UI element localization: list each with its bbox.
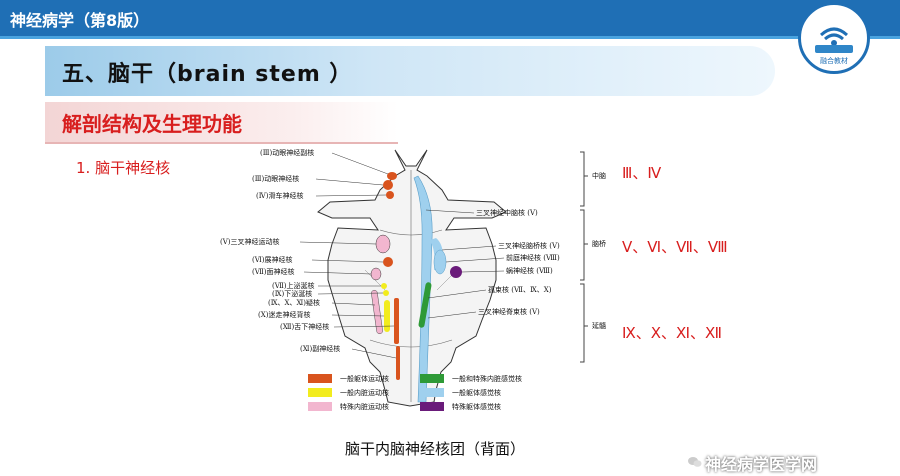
textbook-logo: 融合教材 xyxy=(798,2,870,74)
diagram-legend: 一般躯体运动核 一般和特殊内脏感觉核 一般内脏运动核 一般躯体感觉核 特殊内脏运… xyxy=(308,374,522,411)
legend-label-2: 一般内脏运动核 xyxy=(340,388,389,397)
nucleus-ambiguus xyxy=(371,289,383,335)
legend-swatch-5 xyxy=(420,402,444,411)
legend-label-3: 一般躯体感觉核 xyxy=(452,388,501,397)
region-medulla: 延髓 xyxy=(592,321,606,330)
legend-label-0: 一般躯体运动核 xyxy=(340,374,389,383)
nucleus-salivatory-superior xyxy=(381,283,387,289)
label-trochlear: (Ⅳ)滑车神经核 xyxy=(256,191,303,200)
nucleus-salivatory-inferior xyxy=(383,290,389,296)
point-label: 1. 脑干神经核 xyxy=(76,159,171,177)
label-oculomotor: (Ⅲ)动眼神经核 xyxy=(252,174,299,183)
course-title: 神经病学（第8版） xyxy=(10,11,150,30)
subsection-band xyxy=(45,102,398,144)
legend-swatch-1 xyxy=(420,374,444,383)
label-salivatory-superior: (Ⅶ)上泌涎核 xyxy=(272,281,315,290)
nucleus-trochlear xyxy=(386,191,394,199)
label-ambiguus: (Ⅸ、Ⅹ、Ⅺ)疑核 xyxy=(268,298,320,307)
nucleus-accessory xyxy=(396,346,400,380)
header-accent-line xyxy=(0,36,900,39)
nucleus-hypoglossal xyxy=(394,298,399,344)
label-trigeminal-motor: (Ⅴ)三叉神经运动核 xyxy=(220,237,280,246)
label-trigeminal-mesencephalic: 三叉神经中脑核 (Ⅴ) xyxy=(476,208,538,217)
brainstem-nuclei-diagram: (Ⅲ)动眼神经副核 (Ⅲ)动眼神经核 (Ⅳ)滑车神经核 (Ⅴ)三叉神经运动核 (… xyxy=(220,148,728,411)
diagram-caption: 脑干内脑神经核团（背面） xyxy=(345,440,526,458)
region-pons: 脑桥 xyxy=(592,239,606,248)
label-salivatory-inferior: (Ⅸ)下泌涎核 xyxy=(272,289,312,298)
watermark: 神经病学医学网 xyxy=(705,455,818,474)
nucleus-vestibular xyxy=(433,249,447,275)
section-title: 五、脑干（brain stem ） xyxy=(62,62,353,87)
label-trigeminal-pontine: 三叉神经脑桥核 (Ⅴ) xyxy=(498,241,560,250)
region-brackets xyxy=(580,151,588,363)
region-pons-nerves: Ⅴ、Ⅵ、Ⅶ、Ⅷ xyxy=(622,238,728,256)
label-oculomotor-accessory: (Ⅲ)动眼神经副核 xyxy=(260,148,314,157)
nucleus-oculomotor-accessory xyxy=(387,172,397,180)
legend-swatch-3 xyxy=(420,388,444,397)
nucleus-cochlear xyxy=(450,266,462,278)
region-medulla-nerves: Ⅸ、Ⅹ、Ⅺ、Ⅻ xyxy=(622,324,722,342)
label-cochlear: 蜗神经核 (Ⅷ) xyxy=(506,266,553,275)
label-hypoglossal: (Ⅻ)舌下神经核 xyxy=(280,322,329,331)
label-vagus-dorsal: (Ⅹ)迷走神经背核 xyxy=(258,310,310,319)
nucleus-solitary xyxy=(418,282,432,328)
legend-swatch-0 xyxy=(308,374,332,383)
label-trigeminal-spinal: 三叉神经脊束核 (Ⅴ) xyxy=(478,307,540,316)
legend-label-5: 特殊躯体感觉核 xyxy=(452,402,501,411)
legend-label-4: 特殊内脏运动核 xyxy=(340,402,389,411)
nucleus-trigeminal-motor xyxy=(375,234,391,254)
top-header-bar: 神经病学（第8版） xyxy=(0,0,900,36)
legend-swatch-2 xyxy=(308,388,332,397)
label-accessory: (Ⅺ)副神经核 xyxy=(300,344,340,353)
label-vestibular: 前庭神经核 (Ⅷ) xyxy=(506,253,560,262)
logo-caption: 融合教材 xyxy=(820,56,848,65)
nucleus-vagus-dorsal xyxy=(384,300,390,332)
wechat-icon xyxy=(688,457,702,467)
nucleus-abducens xyxy=(383,257,393,267)
wifi-book-icon: 融合教材 xyxy=(815,27,853,65)
region-midbrain-nerves: Ⅲ、Ⅳ xyxy=(622,164,661,182)
label-abducens: (Ⅵ)展神经核 xyxy=(252,255,293,264)
legend-swatch-4 xyxy=(308,402,332,411)
subsection-title: 解剖结构及生理功能 xyxy=(62,112,242,136)
region-midbrain: 中脑 xyxy=(592,171,606,180)
nucleus-oculomotor xyxy=(383,180,393,190)
nucleus-facial xyxy=(370,267,382,281)
section-title-band xyxy=(45,46,775,96)
label-solitary: 孤束核 (Ⅶ、Ⅸ、Ⅹ) xyxy=(488,285,552,294)
brainstem-outline xyxy=(317,149,507,407)
legend-label-1: 一般和特殊内脏感觉核 xyxy=(452,374,522,383)
label-facial: (Ⅶ)面神经核 xyxy=(252,267,295,276)
